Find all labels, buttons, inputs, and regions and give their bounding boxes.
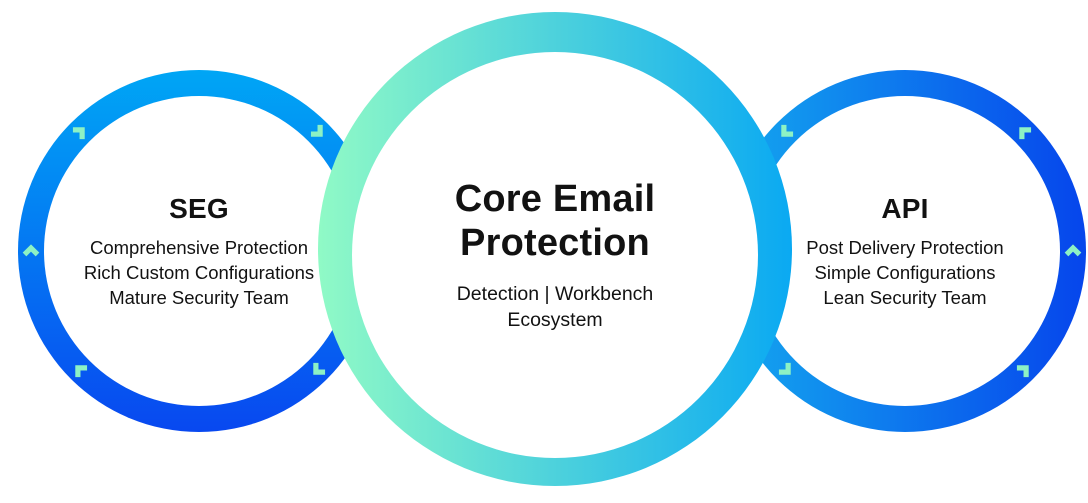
chevron-up-icon [1063,241,1083,261]
api-circle: API Post Delivery Protection Simple Conf… [724,70,1086,432]
api-line-1: Post Delivery Protection [806,236,1004,258]
chevron-down-right-icon [772,356,800,384]
chevron-up-left-icon [1010,118,1038,146]
core-heading-line-2: Protection [460,222,650,264]
core-circle-content: Core Email Protection Detection | Workbe… [352,52,758,458]
api-line-3: Lean Security Team [823,286,987,308]
core-subtitle-line-2: Ecosystem [507,309,603,331]
seg-circle-content: SEG Comprehensive Protection Rich Custom… [44,96,354,406]
chevron-down-left-icon [772,118,800,146]
seg-line-2: Rich Custom Configurations [83,261,315,283]
api-heading: API [881,192,929,224]
chevron-up-left-icon [66,356,94,384]
seg-heading: SEG [169,192,229,224]
api-circle-content: API Post Delivery Protection Simple Conf… [750,96,1060,406]
core-subtitle: Detection | Workbench Ecosystem [457,281,654,333]
chevron-down-left-icon [304,356,332,384]
core-email-protection-circle: Core Email Protection Detection | Workbe… [318,12,792,486]
api-line-2: Simple Configurations [814,261,996,283]
chevron-up-icon [21,241,41,261]
chevron-down-right-icon [304,118,332,146]
core-subtitle-line-1: Detection | Workbench [456,283,654,305]
seg-line-3: Mature Security Team [109,286,289,308]
seg-line-1: Comprehensive Protection [90,236,308,258]
chevron-up-right-icon [1010,356,1038,384]
chevron-up-right-icon [66,118,94,146]
core-heading-line-1: Core Email [454,178,656,220]
